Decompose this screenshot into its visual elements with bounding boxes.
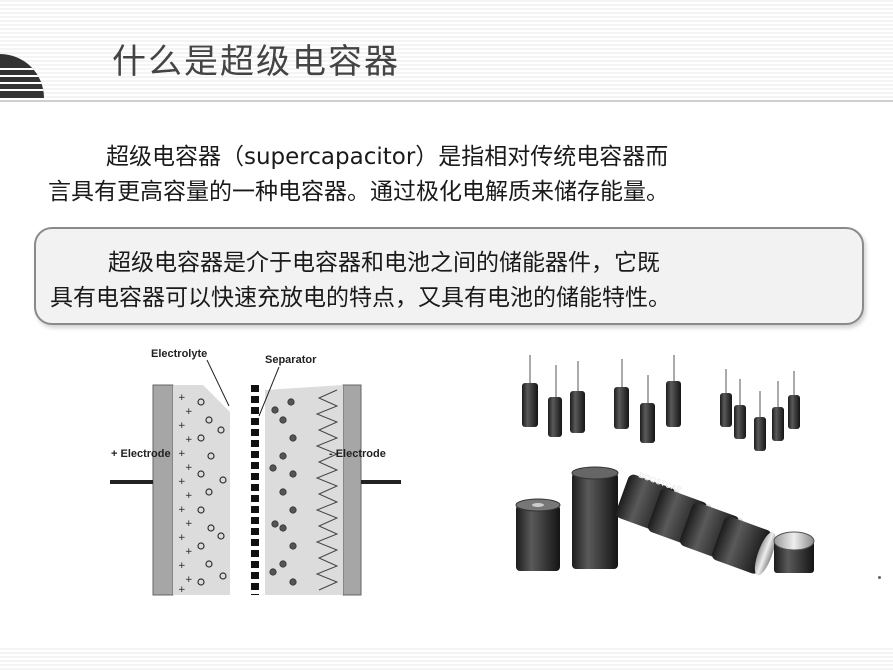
electrolyte-label: Electrolyte [151, 348, 207, 360]
callout-line-1: 超级电容器是介于电容器和电池之间的储能器件，它既 [108, 250, 660, 276]
svg-text:+: + [178, 449, 186, 459]
svg-text:+: + [185, 407, 193, 417]
callout-line-2: 具有电容器可以快速充放电的特点，又具有电池的储能特性。 [50, 285, 671, 311]
negative-lead [361, 480, 401, 484]
metal-can-cell [773, 531, 815, 573]
header-band [0, 0, 893, 104]
small-capacitors-group-1 [522, 355, 681, 443]
large-cylinder-cells [515, 466, 619, 571]
boostcap-modules: BOOSTCAP [615, 470, 776, 576]
separator-pointer [258, 366, 280, 417]
intro-line-2: 言具有更高容量的一种电容器。通过极化电解质来储存能量。 [48, 179, 669, 205]
negative-ions [269, 398, 297, 586]
positive-electrode-label: + Electrode [111, 448, 171, 460]
positive-ions [197, 398, 227, 586]
supercapacitor-diagram: ++++ ++++ ++++ +++ Electrolyte Separator… [110, 348, 401, 596]
electrolyte-right [265, 385, 343, 595]
separator-bar [251, 385, 259, 595]
callout-box: 超级电容器是介于电容器和电池之间的储能器件，它既 具有电容器可以快速充放电的特点… [34, 227, 864, 325]
positive-electrode-plate [152, 384, 174, 596]
electrolyte-pointer [206, 359, 230, 407]
svg-text:+: + [185, 575, 193, 585]
supercapacitor-products-photo: BOOSTCAP [512, 345, 818, 583]
electrolyte-left [173, 385, 230, 595]
svg-text:+: + [185, 519, 193, 529]
svg-text:+: + [185, 491, 193, 501]
svg-text:+: + [178, 505, 186, 515]
svg-text:+: + [178, 393, 186, 403]
footer-band [0, 648, 893, 670]
positive-lead [110, 480, 153, 484]
plus-charges: ++++ ++++ ++++ +++ [178, 393, 193, 595]
page-dot [878, 576, 881, 579]
corner-logo-icon [0, 54, 44, 98]
separator-label: Separator [265, 354, 317, 366]
svg-text:+: + [185, 435, 193, 445]
intro-paragraph: 超级电容器（supercapacitor）是指相对传统电容器而 言具有更高容量的… [48, 140, 868, 210]
page-title: 什么是超级电容器 [112, 42, 400, 82]
small-capacitors-group-2 [720, 369, 800, 451]
negative-electrode-plate [342, 384, 362, 596]
callout-paragraph: 超级电容器是介于电容器和电池之间的储能器件，它既 具有电容器可以快速充放电的特点… [50, 246, 671, 316]
title-rule [0, 100, 893, 102]
svg-text:+: + [178, 477, 186, 487]
svg-text:+: + [185, 463, 193, 473]
intro-line-1: 超级电容器（supercapacitor）是指相对传统电容器而 [106, 144, 669, 170]
negative-electrode-label: - Electrode [329, 448, 386, 460]
svg-text:+: + [178, 533, 186, 543]
svg-text:+: + [185, 547, 193, 557]
charge-zigzag [315, 389, 339, 591]
svg-text:+: + [178, 585, 186, 595]
svg-text:+: + [178, 421, 186, 431]
svg-text:+: + [178, 561, 186, 571]
